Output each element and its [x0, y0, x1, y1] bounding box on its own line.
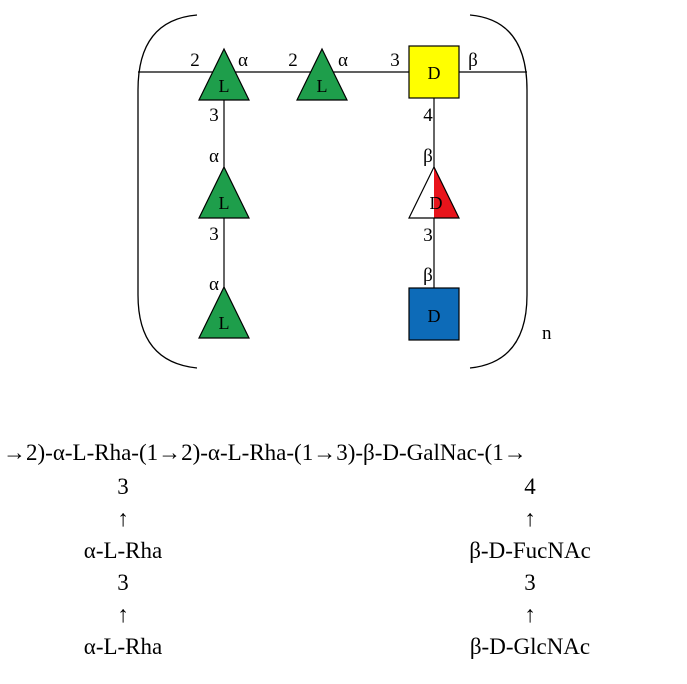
linkage-anomer-4: α: [209, 146, 219, 167]
right-branch-position-1: 4: [524, 474, 536, 499]
repeat-bracket-left: [137, 14, 198, 369]
left-branch-residue-2: α-L-Rha: [83, 634, 163, 659]
left-branch-position-2: 3: [117, 570, 129, 595]
linkage-position-5: 3: [209, 224, 219, 245]
galnac-symbol: [408, 45, 460, 99]
linkage-anomer-7: β: [423, 265, 433, 286]
glcnac-letter: D: [428, 306, 441, 326]
linkage-anomer-6: β: [423, 146, 433, 167]
fucnac-symbol-outline: [408, 165, 460, 219]
right-branch-arrow-1: ↑: [524, 506, 536, 531]
linkage-position-4: 3: [209, 105, 219, 126]
right-branch-residue-1: β-D-FucNAc: [469, 538, 591, 563]
left-branch-arrow-1: ↑: [117, 506, 129, 531]
linkage-anomer-1: α: [238, 50, 248, 71]
linkage-position-2: 2: [288, 50, 298, 71]
rhamnose-letter-1: L: [219, 76, 230, 96]
rhamnose-symbol-2: [296, 47, 348, 101]
repeat-count-label: n: [542, 323, 552, 344]
right-branch-arrow-2: ↑: [524, 602, 536, 627]
fucnac-letter: D: [430, 193, 443, 213]
left-branch-position-1: 3: [117, 474, 129, 499]
rhamnose-letter-2: L: [317, 76, 328, 96]
left-branch-residue-1: α-L-Rha: [83, 538, 163, 563]
repeat-bracket-right: [469, 14, 528, 369]
rhamnose-symbol-3: [198, 165, 250, 219]
rhamnose-symbol-1: [198, 47, 250, 101]
linkage-position-7: 3: [423, 225, 433, 246]
formula-main-chain: →2)-α-L-Rha-(1→2)-α-L-Rha-(1→3)-β-D-GalN…: [3, 440, 527, 465]
rhamnose-symbol-4: [198, 285, 250, 339]
linkage-anomer-3: β: [468, 50, 478, 71]
linkage-position-3: 3: [390, 50, 400, 71]
linkage-anomer-5: α: [209, 274, 219, 295]
linkage-position-1: 2: [190, 50, 200, 71]
right-branch-residue-2: β-D-GlcNAc: [469, 634, 591, 659]
rhamnose-letter-3: L: [219, 193, 230, 213]
left-branch-arrow-2: ↑: [117, 602, 129, 627]
galnac-letter: D: [428, 63, 441, 83]
right-branch-position-2: 3: [524, 570, 536, 595]
glcnac-symbol: [408, 287, 460, 341]
linkage-position-6: 4: [423, 105, 433, 126]
linkage-anomer-2: α: [338, 50, 348, 71]
rhamnose-letter-4: L: [219, 313, 230, 333]
